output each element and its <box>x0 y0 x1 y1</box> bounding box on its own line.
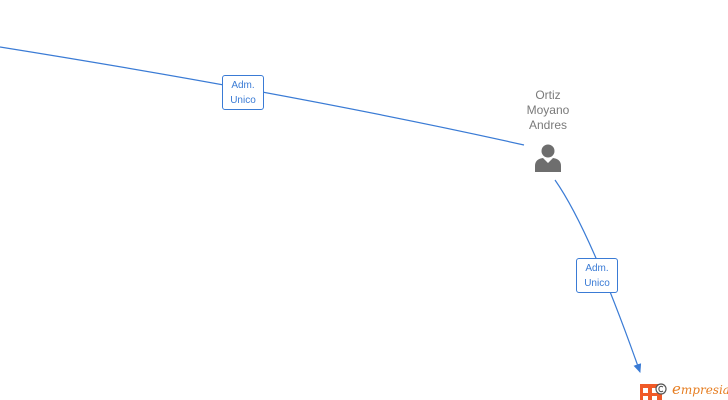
brand-initial: e <box>672 380 681 398</box>
edge-line-person-to-company <box>554 179 642 373</box>
edge-label-1[interactable]: Adm. Unico <box>222 75 264 110</box>
edge-label-1-line1: Adm. <box>231 80 255 91</box>
edge-label-1-line2: Unico <box>230 95 256 106</box>
person-name-line2: Moyano <box>526 103 570 117</box>
brand-logo: empresia <box>640 378 728 400</box>
edge-label-2[interactable]: Adm. Unico <box>576 258 618 293</box>
edge-line-left-to-person <box>0 46 525 146</box>
copyright-icon <box>655 383 667 395</box>
brand-text: mpresia <box>680 383 728 397</box>
person-name-line3: Andres <box>528 118 568 132</box>
edge-label-2-line2: Unico <box>584 278 610 289</box>
brand-name: empresia <box>672 380 728 398</box>
person-name-line1: Ortiz <box>535 88 561 102</box>
person-node[interactable]: Ortiz Moyano Andres <box>508 88 588 173</box>
person-icon <box>535 144 561 172</box>
edge-label-2-line1: Adm. <box>585 263 609 274</box>
